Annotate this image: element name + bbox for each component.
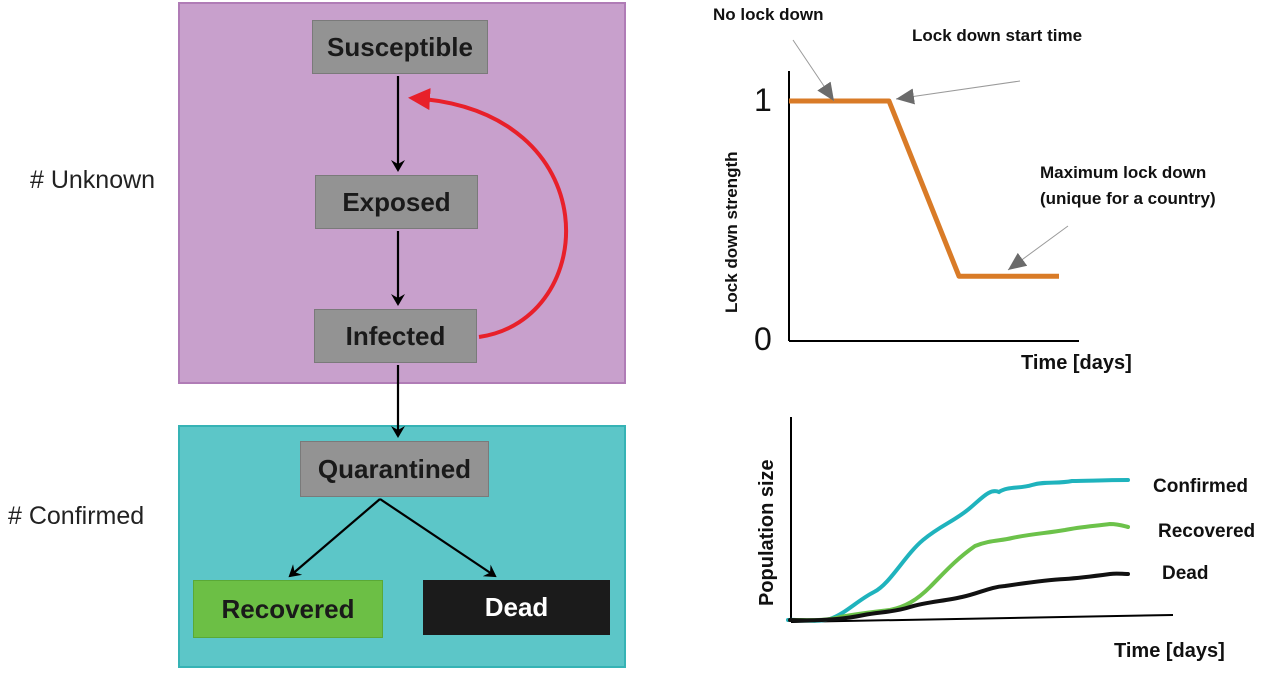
series-line-recovered bbox=[788, 521, 1130, 623]
annotation-no-lockdown: No lock down bbox=[713, 5, 824, 24]
annotation-arrow-no-lockdown bbox=[792, 39, 835, 102]
unknown-label: # Unknown bbox=[30, 166, 156, 194]
population-xlabel: Time [days] bbox=[1114, 640, 1225, 662]
lockdown-ytick-0: 0 bbox=[754, 321, 772, 357]
arrow-quarantined-dead bbox=[379, 498, 497, 578]
population-x-axis bbox=[790, 614, 1174, 623]
feedback-arrow bbox=[408, 88, 569, 339]
state-dead: Dead bbox=[423, 580, 610, 635]
annotation-lockdown-start: Lock down start time bbox=[912, 26, 1083, 45]
legend-label-recovered: Recovered bbox=[1158, 521, 1255, 542]
lockdown-ytick-1: 1 bbox=[754, 82, 772, 118]
lockdown-series-line bbox=[789, 98, 1059, 279]
series-line-confirmed bbox=[786, 478, 1130, 623]
annotation-max-lockdown-line1: Maximum lock down bbox=[1040, 163, 1207, 182]
series-line-dead bbox=[788, 571, 1130, 623]
confirmed-label: # Confirmed bbox=[8, 502, 145, 530]
arrow-quarantined-recovered bbox=[288, 498, 381, 578]
annotation-arrow-lockdown-start bbox=[895, 80, 1021, 105]
lockdown-ylabel: Lock down strength bbox=[722, 152, 741, 314]
state-exposed: Exposed bbox=[315, 175, 478, 229]
state-recovered: Recovered bbox=[193, 580, 383, 638]
state-susceptible: Susceptible bbox=[312, 20, 488, 74]
annotation-max-lockdown-line2: (unique for a country) bbox=[1040, 189, 1216, 208]
state-infected: Infected bbox=[314, 309, 477, 363]
state-quarantined: Quarantined bbox=[300, 441, 489, 497]
population-ylabel: Population size bbox=[756, 459, 778, 606]
lockdown-xlabel: Time [days] bbox=[1021, 352, 1132, 374]
annotation-arrow-max-lockdown bbox=[1007, 225, 1069, 271]
legend-label-confirmed: Confirmed bbox=[1153, 476, 1248, 497]
legend-label-dead: Dead bbox=[1162, 563, 1208, 584]
